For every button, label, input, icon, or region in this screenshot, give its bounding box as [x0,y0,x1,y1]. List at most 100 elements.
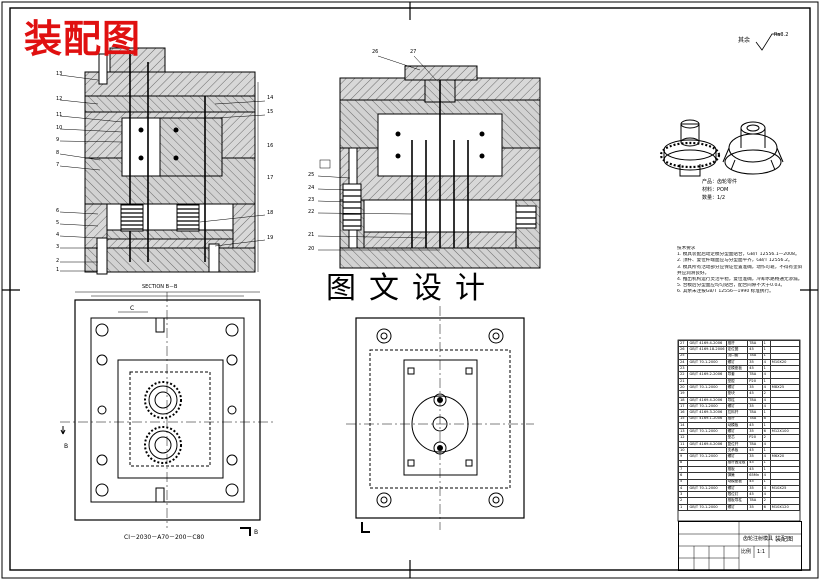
bom-cell: 1 [761,365,771,373]
bom-cell: M10X120 [769,503,801,512]
bom-cell: 1 [761,478,771,486]
bom-cell: 4 [761,396,771,404]
section-view-a [317,55,541,269]
bom-cell: 3 [677,491,689,499]
product-quantity: 数量：1/2 [702,195,726,201]
bom-cell: 25 [677,352,689,360]
callout-12: 12 [56,96,63,102]
callout-2: 2 [56,258,60,264]
scale-label: 比例 [741,549,752,555]
bom-cell: T8A [747,440,763,449]
bom-cell: GB/T 70.1-2000 [687,453,727,461]
bom-cell [687,472,727,480]
bom-cell [769,459,801,467]
callout-21: 21 [308,232,315,238]
bom-cell: T8A [747,339,763,348]
scale-value: 1:1 [757,549,766,555]
bom-cell: T8A [747,415,763,423]
callout-15: 15 [267,109,274,115]
bom-cell [769,409,801,417]
bom-cell: 45 [747,491,763,499]
bom-cell: GB/T 4169.4-2006 [687,339,727,348]
callout-13: 13 [56,71,63,77]
bom-cell: 17 [677,402,689,411]
bom-cell: 21 [677,377,689,386]
bom-cell: 1 [761,377,771,386]
callout-19: 19 [267,235,274,241]
bom-cell: P20 [747,377,763,386]
bom-cell: M10X20 [769,358,801,367]
bom-cell: 45 [747,390,763,398]
bom-cell: 4 [761,440,771,449]
bom-cell: 4 [761,472,771,480]
bom-cell: 2 [761,390,771,398]
bom-cell: M8X25 [769,384,801,392]
bom-cell [687,421,727,430]
view-label-b-left: B [64,443,69,450]
bom-cell: M6X20 [769,453,801,461]
callout-4: 4 [56,232,60,238]
bom-cell [769,396,801,404]
bom-cell [769,434,801,442]
note-line: 并应润滑良好。 [677,270,710,276]
bom-cell [687,377,727,386]
bom-cell: 7 [677,465,689,474]
bom-cell [687,478,727,486]
bom-cell: 2 [677,497,689,505]
bom-cell [687,352,727,360]
bom-cell: 12 [677,434,689,442]
bom-cell: 45 [747,365,763,373]
bom-cell: 15 [677,415,689,423]
bom-cell [769,390,801,398]
callout-14: 14 [267,95,274,101]
bom-cell: 18 [677,396,689,404]
bom-cell [769,377,801,386]
bom-cell: 35 [747,428,763,436]
bom-cell: 35 [747,453,763,461]
view-label-b-right: B [254,529,259,536]
callout-3: 3 [56,244,60,250]
section-label: SECTION B－B [142,284,178,290]
bom-cell [769,346,801,354]
bom-cell: 8 [761,415,771,423]
bom-cell: 11 [677,440,689,449]
title-block: 齿轮注射模具 装配图 比例 1:1 [678,521,802,571]
bom-cell: 1 [761,339,771,348]
bom-cell: 4 [677,484,689,493]
bom-cell: GB/T 4169.1-2006 [687,415,727,423]
callout-24: 24 [308,185,315,191]
bom-cell: 16 [677,409,689,417]
bom-cell: 20 [677,384,689,392]
bom-cell: 2 [761,434,771,442]
main-section-view [59,47,266,275]
bom-cell: 45 [747,421,763,430]
product-isometric [659,119,784,177]
bom-cell: 螺钉 [725,503,749,512]
bom-cell: 4 [761,358,771,367]
note-line: 1. 模具装配后动定模分型面贴合，GB/T 12556.1—2008。 [677,252,800,258]
bom-cell: 1 [761,352,771,360]
mold-code: CI－2030－A70－200－C80 [124,534,205,541]
callout-20: 20 [308,246,315,252]
bom-cell [769,497,801,505]
note-line: 5. 合模后分型面应均匀贴合，配合间隙不大于0.03。 [677,283,785,289]
bom-cell: 26 [677,346,689,354]
bom-cell: 35 [747,358,763,367]
bom-cell: 6 [761,428,771,436]
bom-cell: 45 [747,447,763,455]
bom-cell: GB/T 70.1-2000 [687,402,727,411]
bom-cell [687,465,727,474]
